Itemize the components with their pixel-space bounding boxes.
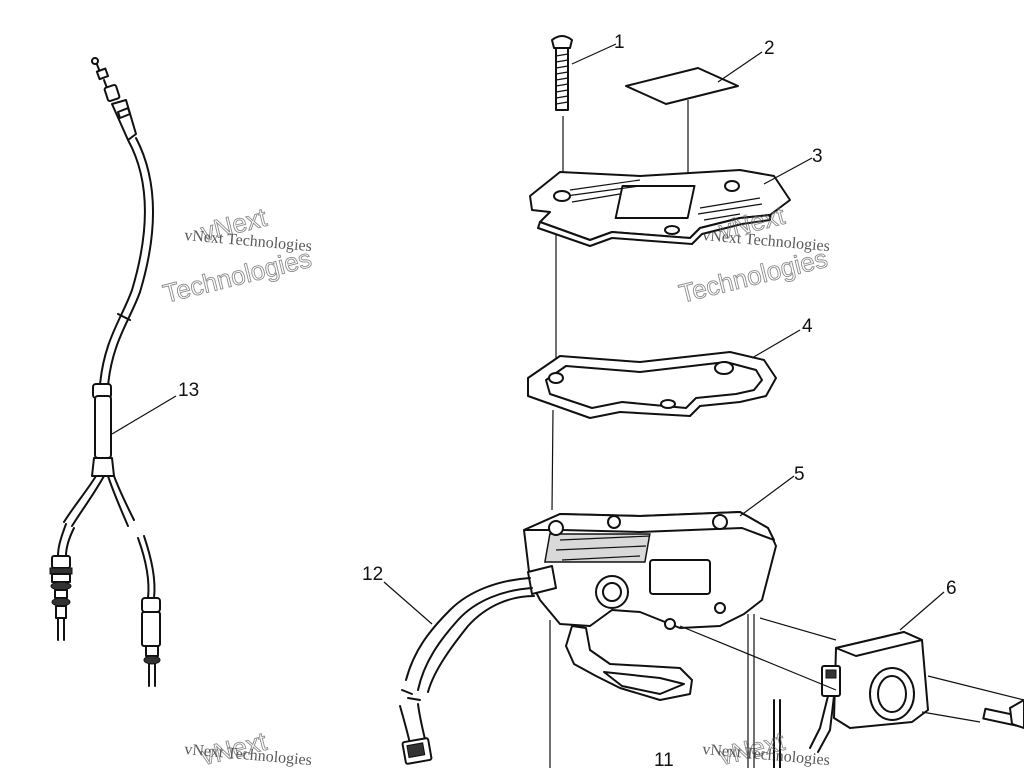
watermark-bottom-left: vNext vNext Technologies [184,725,313,768]
callout-2: 2 [764,38,775,59]
watermark: vNext vNext Technologies Technologies vN… [160,199,831,768]
callout-6: 6 [946,578,957,599]
callout-3: 3 [812,146,823,167]
part-13-cable-assembly [49,57,161,687]
svg-text:Technologies: Technologies [160,243,315,309]
callout-labels: 1 2 3 4 5 6 11 12 13 [178,32,957,768]
part-12-wire-harness [399,577,535,765]
callout-12: 12 [362,564,383,585]
callout-11: 11 [654,750,674,768]
svg-text:Technologies: Technologies [676,243,831,309]
part-2-decal [625,67,739,105]
part-6-switch-housing [679,614,1024,768]
callout-1: 1 [614,32,625,53]
callout-4: 4 [802,316,813,337]
part-5-throttle-housing [523,511,777,701]
part-1-screw [551,35,573,111]
leader-lines [111,43,945,631]
watermark-top-left: vNext vNext Technologies Technologies [160,201,315,309]
callout-5: 5 [794,464,805,485]
assembly-axis-line [549,116,564,768]
part-4-gasket [527,351,777,419]
part-3-cover-plate [529,169,791,247]
callout-13: 13 [178,380,199,401]
